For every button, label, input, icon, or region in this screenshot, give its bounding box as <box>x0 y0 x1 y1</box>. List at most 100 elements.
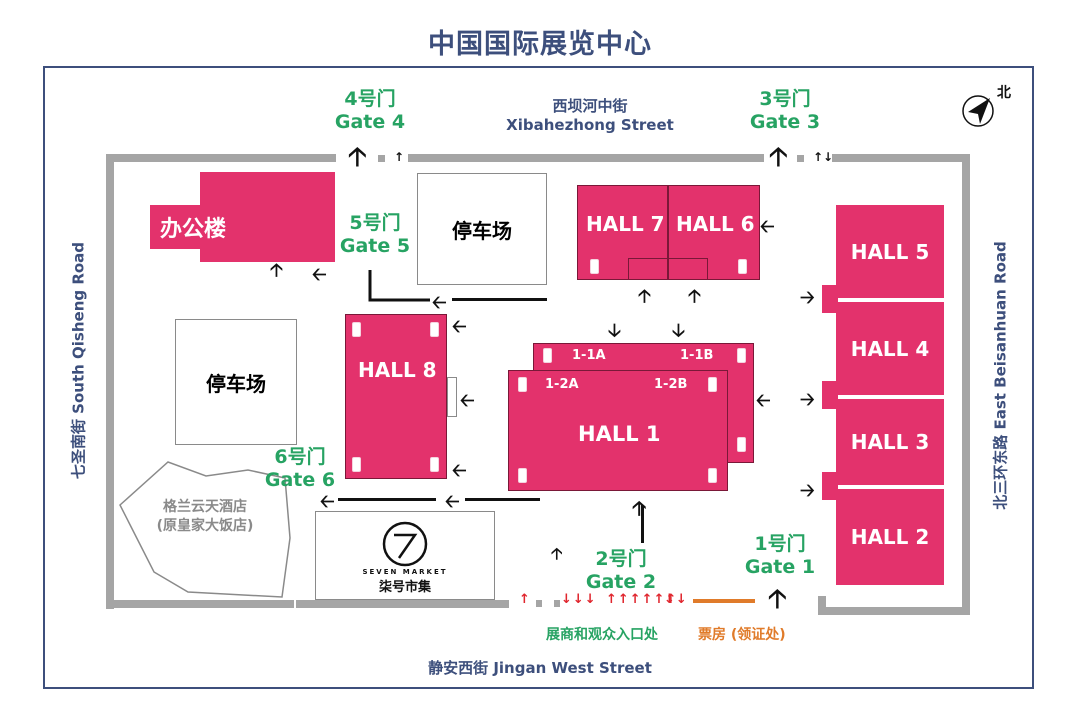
parking-top: 停车场 <box>417 173 547 285</box>
restroom-icon <box>543 348 552 363</box>
hall-6: HALL 6 <box>676 212 755 236</box>
left-arrow-icon: 🡠 <box>312 264 327 285</box>
down-arrow-icon: 🡣 <box>608 320 621 341</box>
road-dot <box>554 600 560 607</box>
right-arrow-icon: 🡢 <box>800 389 815 410</box>
hall-1-1a: 1-1A <box>572 348 606 363</box>
street-west: 七圣南街 South Qisheng Road <box>69 241 88 480</box>
compass-label: 北 <box>997 85 1011 101</box>
restroom-icon <box>737 437 746 452</box>
left-arrow-icon: 🡠 <box>756 390 771 411</box>
restroom-icon <box>590 259 599 274</box>
hall-1-2b: 1-2B <box>654 377 688 392</box>
gate-4-arrow-icon: 🡡 <box>348 142 367 172</box>
gate-6-en: Gate 6 <box>264 468 336 491</box>
gate-6-cn: 6号门 <box>274 446 326 468</box>
restroom-icon <box>352 457 361 472</box>
up-arrow-icon: ↑ <box>394 150 405 164</box>
right-arrow-icon: 🡢 <box>800 480 815 501</box>
left-arrow-icon: 🡠 <box>320 491 335 512</box>
restroom-icon <box>430 457 439 472</box>
street-south: 静安西街 Jingan West Street <box>428 659 652 677</box>
gate-6-label: 6号门 Gate 6 <box>250 446 350 492</box>
gate-1-cn: 1号门 <box>754 533 806 555</box>
gate-1-label: 1号门 Gate 1 <box>725 533 835 579</box>
hall-5: HALL 5 <box>836 205 944 298</box>
seven-market: SEVEN MARKET 柒号市集 <box>315 511 495 600</box>
gate-4-label: 4号门 Gate 4 <box>315 88 425 134</box>
seven-market-name: 柒号市集 <box>378 580 431 595</box>
hall-8-block <box>345 314 447 479</box>
path-line <box>452 298 547 301</box>
ticket-office-label: 票房 (领证处) <box>698 627 786 643</box>
road-dot <box>378 155 385 162</box>
gate-3-cn: 3号门 <box>759 88 811 110</box>
hall-7: HALL 7 <box>586 212 665 236</box>
left-arrow-icon: 🡠 <box>432 292 447 313</box>
road-dot <box>797 155 804 162</box>
hall-7-6-divider <box>667 185 669 280</box>
parking-left: 停车场 <box>175 319 297 445</box>
restroom-icon <box>352 322 361 337</box>
restroom-icon <box>738 259 747 274</box>
right-arrow-icon: 🡢 <box>800 287 815 308</box>
left-arrow-icon: 🡠 <box>760 216 775 237</box>
left-arrow-icon: 🡠 <box>445 491 460 512</box>
road-dot <box>536 600 542 607</box>
gate-4-cn: 4号门 <box>344 88 396 110</box>
hotel-label: 格兰云天酒店 (原皇家大饭店) <box>140 498 270 536</box>
up-arrow-icon: 🡡 <box>688 286 701 307</box>
hall-3: HALL 3 <box>836 399 944 485</box>
left-arrow-icon: 🡠 <box>452 460 467 481</box>
gate-1-en: Gate 1 <box>744 555 816 578</box>
up-arrow-icon: 🡡 <box>632 496 647 520</box>
left-arrow-icon: 🡠 <box>452 316 467 337</box>
two-way-arrow-icon: ↑↓ <box>813 150 834 164</box>
hall-1-1b: 1-1B <box>680 348 714 363</box>
hotel-outline <box>119 461 291 598</box>
seven-market-logo-icon <box>382 521 428 567</box>
street-north-cn: 西坝河中街 <box>552 97 628 115</box>
hall-connector <box>822 285 838 313</box>
gate-3-en: Gate 3 <box>749 110 821 133</box>
hall-8: HALL 8 <box>358 358 437 382</box>
map-frame <box>43 66 1034 689</box>
hall-8-annex <box>447 377 457 417</box>
up-arrow-icon: 🡡 <box>638 286 651 307</box>
road-north-right <box>818 154 970 615</box>
seven-market-brand: SEVEN MARKET <box>362 568 448 576</box>
up-arrow-icon: 🡡 <box>270 260 283 281</box>
hall-7-6-block <box>577 185 760 280</box>
entrance-arrows-icon: ↑↑↑↑↑↑ <box>606 592 678 607</box>
left-arrow-icon: 🡠 <box>460 390 475 411</box>
gate-5-en: Gate 5 <box>339 234 411 257</box>
hall-7-6-annex <box>628 258 708 280</box>
gate-3-label: 3号门 Gate 3 <box>730 88 840 134</box>
restroom-icon <box>708 468 717 483</box>
compass-needle <box>968 98 990 124</box>
path-line <box>465 498 540 501</box>
gate-4-en: Gate 4 <box>334 110 406 133</box>
down-arrow-icon: 🡣 <box>672 320 685 341</box>
gate-5-label: 5号门 Gate 5 <box>325 212 425 258</box>
hall-1: HALL 1 <box>578 422 661 446</box>
hall-1-2-block <box>508 370 728 491</box>
gate-5-cn: 5号门 <box>349 212 401 234</box>
hall-2: HALL 2 <box>836 489 944 585</box>
visitor-entrance-label: 展商和观众入口处 <box>546 627 658 643</box>
restroom-icon <box>518 377 527 392</box>
hall-1-2a: 1-2A <box>545 377 579 392</box>
entrance-arrows-icon: ↓↓ <box>664 592 688 607</box>
street-east: 北三环东路 East Beisanhuan Road <box>991 241 1010 510</box>
road-north-left <box>106 154 336 609</box>
restroom-icon <box>737 348 746 363</box>
hall-connector <box>822 472 838 500</box>
gate-2-cn: 2号门 <box>595 548 647 570</box>
gate-2-en: Gate 2 <box>585 570 657 593</box>
entrance-arrows-icon: ↑ <box>519 592 531 607</box>
map-title: 中国国际展览中心 <box>428 29 652 60</box>
office-building: 办公楼 <box>150 205 280 249</box>
entrance-arrows-icon: ↓↓↓ <box>561 592 597 607</box>
restroom-icon <box>518 468 527 483</box>
